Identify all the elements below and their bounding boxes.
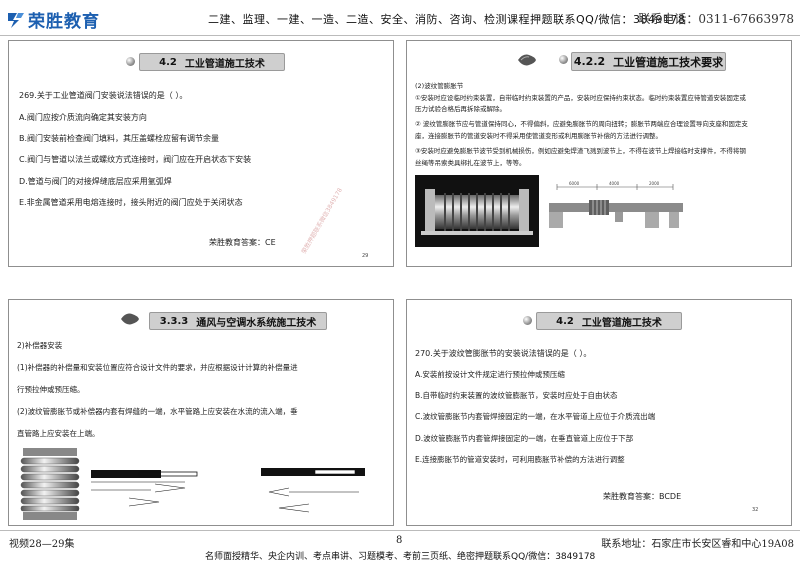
option-a: A.安装前按设计文件规定进行预拉伸或预压缩 <box>415 370 565 379</box>
slide-bellows-requirements: 4.2.2 工业管道施工技术要求 (2)波纹管膨胀节 ①安装时应设临时约束装置，… <box>406 40 792 267</box>
option-a: A.阀门应按介质流向确定其安装方向 <box>19 113 147 122</box>
section-banner: 4.2 工业管道施工技术 <box>536 312 682 330</box>
content-line: 压力试验合格后再拆除或解除。 <box>415 105 506 113</box>
content-line: (2)波纹管膨胀节或补偿器内套有焊缝的一端，水平管路上应安装在水流的流入端，垂 <box>17 407 298 416</box>
section-title: 工业管道施工技术 <box>184 58 265 70</box>
banner-bullet-icon <box>523 316 532 325</box>
footer-address: 联系地址：石家庄市长安区睿和中心19A08 <box>601 539 794 550</box>
dimension-label: 6000 <box>569 181 580 186</box>
flow-diagram-horizontal <box>91 470 198 507</box>
content-line: (1)补偿器的补偿量和安装位置应符合设计文件的要求，并应根据设计计算的补偿量进 <box>17 363 298 372</box>
bellows-photo <box>17 446 83 522</box>
content-line: 行预拉伸或预压缩。 <box>17 385 85 394</box>
answer-text: 荣胜教育答案：CE <box>209 238 276 247</box>
section-title: 工业管道施工技术要求 <box>613 55 724 69</box>
content-line: 丝绳等吊索类具绑扎在波节上，等等。 <box>415 159 526 167</box>
ornament-icon <box>518 54 536 66</box>
slide-compensator-installation: 3.3.3 通风与空调水系统施工技术 2)补偿器安装 (1)补偿器的补偿量和安装… <box>8 299 394 526</box>
section-number: 4.2 <box>556 315 574 327</box>
answer-text: 荣胜教育答案：BCDE <box>603 492 682 501</box>
brand-name: 荣胜教育 <box>28 12 100 32</box>
section-number: 4.2 <box>159 56 177 68</box>
banner-bullet-icon <box>126 57 135 66</box>
brand-logo: 荣胜教育 <box>6 7 100 32</box>
section-banner: 3.3.3 通风与空调水系统施工技术 <box>149 312 327 330</box>
content-line: ③安装时应避免膨胀节波节受到机械损伤，例如应避免焊渣飞溅到波节上，不得在波节上焊… <box>415 147 746 155</box>
section-number: 4.2.2 <box>573 55 606 68</box>
content-line: (2)波纹管膨胀节 <box>415 82 464 90</box>
section-title: 通风与空调水系统施工技术 <box>196 317 317 329</box>
content-line: ①安装时应设临时约束装置，自带临时约束装置的产品，安装时应保持约束状态。临时约束… <box>415 94 746 102</box>
dimension-label: 2000 <box>649 181 660 186</box>
content-line: ② 波纹管膨胀节应与管道保持同心，不得偏斜，应避免膨胀节的周向扭转；膨胀节两端应… <box>415 120 748 128</box>
ornament-icon <box>121 313 139 325</box>
question-text: 270.关于波纹管膨胀节的安装说法错误的是（ ）。 <box>415 349 592 358</box>
pipeline-diagram: 6000 4000 2000 <box>545 181 685 243</box>
question-text: 269.关于工业管道阀门安装说法错误的是（ ）。 <box>19 91 188 100</box>
header-divider <box>0 35 800 36</box>
section-number: 3.3.3 <box>159 315 189 327</box>
watermark: 荣胜押题联系微信3849178 <box>300 186 344 256</box>
footer-episode: 视频28—29集 <box>9 539 75 550</box>
slide-question-269: 4.2 工业管道施工技术 269.关于工业管道阀门安装说法错误的是（ ）。 A.… <box>8 40 394 267</box>
content-line: 直管路上应安装在上端。 <box>17 429 100 438</box>
banner-bullet-icon <box>559 55 568 64</box>
option-c: C.波纹管膨胀节内套管焊接固定的一端，在水平管道上应位于介质流出端 <box>415 412 656 421</box>
option-e: E.连接膨胀节的管道安装时，可利用膨胀节补偿的方法进行调整 <box>415 455 625 464</box>
content-line: 座，连接膨胀节的管道安装时不得采用使管道变形或利用膨胀节补偿的方法进行调整。 <box>415 132 662 140</box>
bellows-photo <box>415 175 539 247</box>
content-line: 2)补偿器安装 <box>17 341 63 350</box>
option-c: C.阀门与管道以法兰或螺纹方式连接时，阀门应在开启状态下安装 <box>19 155 252 164</box>
slide-question-270: 4.2 工业管道施工技术 270.关于波纹管膨胀节的安装说法错误的是（ ）。 A… <box>406 299 792 526</box>
section-title: 工业管道施工技术 <box>581 317 662 329</box>
option-b: B.自带临时约束装置的波纹管膨胀节，安装时应处于自由状态 <box>415 391 618 400</box>
dimension-label: 4000 <box>609 181 620 186</box>
option-d: D.管道与阀门的对接焊缝底层应采用氩弧焊 <box>19 177 172 186</box>
footer-divider <box>0 530 800 531</box>
slide-page-number: 32 <box>752 507 759 513</box>
footer-promo: 名师面授精华、央企内训、考点串讲、习题模考、考前三页纸、绝密押题联系QQ/微信：… <box>205 552 596 562</box>
option-b: B.阀门安装前检查阀门填料，其压盖螺栓应留有调节余量 <box>19 134 220 143</box>
flow-diagram-vertical <box>261 468 365 513</box>
header-courses: 二建、监理、一建、一造、二造、安全、消防、咨询、检测课程押题联系QQ/微信：38… <box>208 13 686 26</box>
slide-page-number: 29 <box>362 253 369 259</box>
section-banner: 4.2 工业管道施工技术 <box>139 53 285 71</box>
brand-logo-icon <box>6 10 26 30</box>
footer-page-number: 8 <box>396 535 403 546</box>
option-d: D.波纹管膨胀节内套管焊接固定的一端，在垂直管道上应位于下部 <box>415 434 634 443</box>
header-phone: 联系电话：0311-67663978 <box>638 12 794 26</box>
page-header: 荣胜教育 二建、监理、一建、一造、二造、安全、消防、咨询、检测课程押题联系QQ/… <box>0 0 800 36</box>
option-e: E.非金属管道采用电熔连接时，接头附近的阀门应处于关闭状态 <box>19 198 243 207</box>
section-banner: 4.2.2 工业管道施工技术要求 <box>571 52 726 71</box>
